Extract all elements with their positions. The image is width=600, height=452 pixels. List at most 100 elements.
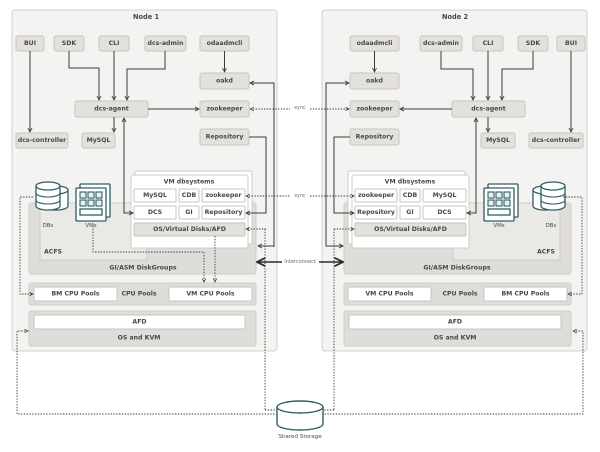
node-1-vm-repository[interactable]: Repository (201, 205, 246, 220)
svg-text:SDK: SDK (62, 40, 77, 47)
node-2-zookeeper[interactable]: zookeeper (349, 100, 400, 118)
svg-text:DBs: DBs (43, 223, 54, 229)
node-2-client-dcs-admin[interactable]: dcs-admin (419, 35, 463, 52)
svg-text:GI: GI (406, 209, 413, 216)
svg-text:VMs: VMs (85, 223, 96, 229)
shared-storage[interactable]: Shared Storage (276, 400, 324, 440)
svg-text:zookeeper: zookeeper (356, 106, 393, 113)
node-2-vms-icon: VMs (483, 183, 519, 229)
node-1-vm-os-disks[interactable]: OS/Virtual Disks/AFD (133, 222, 246, 237)
node-2-mysql[interactable]: MySQL (480, 132, 516, 149)
node-2-vm-cdb[interactable]: CDB (399, 188, 421, 203)
node-1-vm-cpu-pools[interactable]: VM CPU Pools (168, 286, 253, 302)
node-1-os-kvm-label: OS and KVM (118, 335, 161, 342)
node-2-client-cli[interactable]: CLI (472, 35, 504, 52)
node-1-oakd[interactable]: oakd (199, 72, 250, 90)
node-2-dbs-icon: DBs (532, 181, 566, 229)
node-1-mysql[interactable]: MySQL (81, 132, 116, 149)
node-1-vm-cdb[interactable]: CDB (178, 188, 200, 203)
svg-text:dcs-agent: dcs-agent (471, 106, 506, 113)
node-1-dbs-icon: DBs (35, 181, 69, 229)
node-1-os-kvm: AFD OS and KVM (28, 310, 257, 347)
node-2-os-kvm: AFD OS and KVM (343, 310, 572, 347)
svg-text:odaadmcli: odaadmcli (207, 40, 243, 47)
node-2-dcs-agent[interactable]: dcs-agent (451, 100, 526, 118)
node-2-afd[interactable]: AFD (348, 314, 562, 330)
node-2-client-odaadmcli[interactable]: odaadmcli (349, 35, 400, 52)
svg-text:AFD: AFD (132, 319, 146, 326)
svg-text:zookeeper: zookeeper (205, 192, 242, 199)
node-2-vm-os-disks[interactable]: OS/Virtual Disks/AFD (354, 222, 467, 237)
node-1-dcs-controller[interactable]: dcs-controller (15, 132, 69, 149)
svg-text:OS/Virtual Disks/AFD: OS/Virtual Disks/AFD (153, 226, 226, 233)
node-1-zookeeper[interactable]: zookeeper (199, 100, 250, 118)
svg-text:CDB: CDB (182, 192, 197, 199)
svg-text:VMs: VMs (493, 223, 504, 229)
svg-text:Repository: Repository (205, 209, 243, 216)
svg-text:dcs-controller: dcs-controller (18, 137, 67, 144)
svg-text:MySQL: MySQL (433, 192, 457, 199)
node-1-vm-dcs[interactable]: DCS (133, 205, 177, 220)
node-1-acfs-label: ACFS (44, 249, 62, 256)
node-1-vm-mysql[interactable]: MySQL (133, 188, 177, 203)
node-2-oakd[interactable]: oakd (349, 72, 400, 90)
svg-text:MySQL: MySQL (87, 137, 111, 144)
node-1-vms-icon: VMs (75, 183, 111, 229)
svg-text:VM dbsystems: VM dbsystems (164, 179, 215, 186)
svg-text:Repository: Repository (206, 134, 244, 141)
svg-text:AFD: AFD (448, 319, 462, 326)
svg-text:Repository: Repository (356, 134, 394, 141)
node-1-title: Node 1 (133, 13, 160, 21)
node-1-repository[interactable]: Repository (199, 128, 250, 146)
node-2-gi-asm-label: GI/ASM DiskGroups (423, 265, 490, 272)
sync-label-top: sync (294, 105, 306, 111)
node-1-client-cli[interactable]: CLI (98, 35, 130, 52)
node-2-cpu-pools: VM CPU Pools CPU Pools BM CPU Pools (343, 282, 572, 306)
node-2-repository[interactable]: Repository (349, 128, 400, 146)
svg-text:VM CPU Pools: VM CPU Pools (365, 291, 414, 298)
node-1-bm-cpu-pools[interactable]: BM CPU Pools (33, 286, 118, 302)
svg-text:SDK: SDK (526, 40, 541, 47)
node-2-vm-zookeeper[interactable]: zookeeper (354, 188, 398, 203)
node-2-vm-dbsystems: VM dbsystems zookeeper CDB MySQL Reposit… (347, 170, 470, 249)
svg-text:GI: GI (185, 209, 192, 216)
node-2-vm-gi[interactable]: GI (399, 205, 421, 220)
svg-text:Repository: Repository (357, 209, 395, 216)
node-1-vm-dbsystems: VM dbsystems MySQL CDB zookeeper DCS GI … (130, 170, 253, 249)
node-2-client-sdk[interactable]: SDK (517, 35, 549, 52)
node-2-vm-cpu-pools[interactable]: VM CPU Pools (347, 286, 432, 302)
svg-text:OS/Virtual Disks/AFD: OS/Virtual Disks/AFD (374, 226, 447, 233)
node-2-bm-cpu-pools[interactable]: BM CPU Pools (483, 286, 568, 302)
node-1-dcs-agent[interactable]: dcs-agent (74, 100, 149, 118)
svg-text:BUI: BUI (24, 40, 36, 47)
node-2-title: Node 2 (442, 13, 469, 21)
svg-text:MySQL: MySQL (143, 192, 167, 199)
svg-text:zookeeper: zookeeper (358, 192, 395, 199)
node-1-client-odaadmcli[interactable]: odaadmcli (199, 35, 250, 52)
node-1-cpu-pools: BM CPU Pools CPU Pools VM CPU Pools (28, 282, 257, 306)
node-2: Node 2 odaadmcli dcs-admin CLI SDK BUI o… (321, 9, 588, 415)
svg-text:CDB: CDB (403, 192, 418, 199)
node-2-vm-mysql[interactable]: MySQL (422, 188, 467, 203)
node-1-cpu-pools-label: CPU Pools (121, 291, 156, 298)
node-1-afd[interactable]: AFD (33, 314, 246, 330)
node-1-vm-gi[interactable]: GI (178, 205, 200, 220)
node-1-vm-zookeeper[interactable]: zookeeper (201, 188, 246, 203)
node-2-vm-dcs[interactable]: DCS (422, 205, 467, 220)
svg-text:zookeeper: zookeeper (206, 106, 243, 113)
svg-text:dcs-controller: dcs-controller (532, 137, 581, 144)
sync-label-vm: sync (294, 193, 306, 199)
node-2-os-kvm-label: OS and KVM (434, 335, 477, 342)
node-2-client-bui[interactable]: BUI (556, 35, 586, 52)
node-2-cpu-pools-label: CPU Pools (442, 291, 477, 298)
node-1-client-dcs-admin[interactable]: dcs-admin (144, 35, 187, 52)
cross-node-links: sync sync Interconnect (246, 105, 354, 411)
node-2-connectors (322, 51, 584, 415)
svg-text:VM dbsystems: VM dbsystems (385, 179, 436, 186)
node-1-client-sdk[interactable]: SDK (53, 35, 85, 52)
node-1-client-bui[interactable]: BUI (15, 35, 45, 52)
node-2-vm-repository[interactable]: Repository (354, 205, 398, 220)
node-2-dcs-controller[interactable]: dcs-controller (528, 132, 584, 149)
svg-text:DBs: DBs (546, 223, 557, 229)
svg-text:DCS: DCS (148, 209, 162, 216)
